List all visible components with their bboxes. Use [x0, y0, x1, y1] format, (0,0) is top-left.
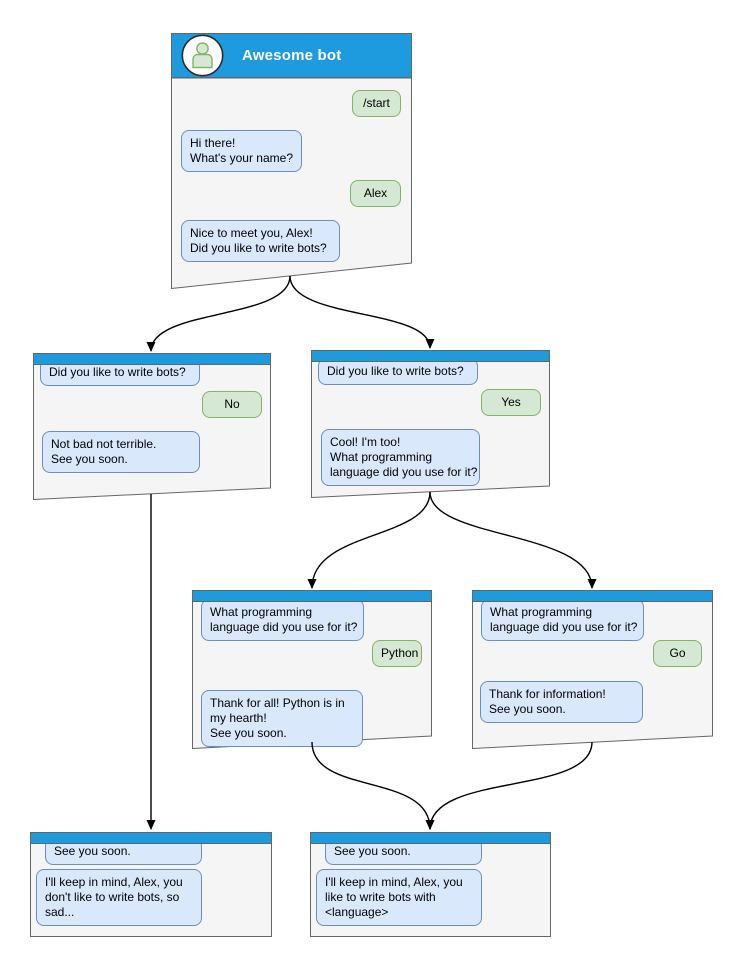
- user-message-bubble: /start: [352, 90, 401, 117]
- chat-header: Awesome bot: [171, 33, 412, 78]
- bot-message-bubble: Thank for information! See you soon.: [480, 681, 643, 723]
- user-message-bubble: Python: [372, 640, 422, 667]
- chat-window-end-no: See you soon. I'll keep in mind, Alex, y…: [30, 832, 272, 937]
- window-topbar: [472, 590, 713, 602]
- bot-message-bubble: What programming language did you use fo…: [201, 599, 364, 641]
- window-topbar: [30, 832, 272, 844]
- user-message-bubble: No: [202, 391, 262, 418]
- window-topbar: [33, 353, 271, 365]
- bot-message-bubble: Cool! I'm too! What programming language…: [321, 429, 480, 486]
- arrow-yes-to-go: [429, 491, 597, 589]
- chat-window-branch-no: Did you like to write bots? No Not bad n…: [33, 353, 271, 500]
- bot-message-bubble: What programming language did you use fo…: [481, 599, 644, 641]
- chat-window-branch-python: What programming language did you use fo…: [192, 590, 432, 749]
- user-message-bubble: Go: [653, 640, 702, 667]
- user-message-bubble: Alex: [350, 180, 401, 207]
- bot-message-bubble: I'll keep in mind, Alex, you don't like …: [36, 869, 202, 926]
- chat-window-main: Awesome bot /start Hi there! What's your…: [171, 33, 412, 289]
- bot-avatar-icon: [181, 34, 224, 77]
- bot-message-bubble: Did you like to write bots?: [318, 358, 478, 385]
- arrow-python-to-end: [311, 741, 435, 830]
- bot-name: Awesome bot: [242, 47, 342, 64]
- window-topbar: [310, 832, 551, 844]
- user-message-bubble: Yes: [481, 389, 541, 416]
- bot-message-bubble: I'll keep in mind, Alex, you like to wri…: [316, 869, 482, 926]
- bot-message-bubble: Thank for all! Python is in my hearth! S…: [201, 690, 363, 747]
- window-topbar: [311, 350, 550, 362]
- chat-window-end-yes: See you soon. I'll keep in mind, Alex, y…: [310, 832, 551, 937]
- chat-window-branch-yes: Did you like to write bots? Yes Cool! I'…: [311, 350, 550, 498]
- bot-message-bubble: Hi there! What's your name?: [181, 130, 302, 172]
- arrow-go-to-end: [425, 741, 593, 830]
- bot-message-bubble: Nice to meet you, Alex! Did you like to …: [181, 220, 340, 262]
- window-topbar: [192, 590, 432, 602]
- arrow-yes-to-python: [307, 491, 431, 589]
- chat-window-branch-go: What programming language did you use fo…: [472, 590, 713, 749]
- bot-message-bubble: Not bad not terrible. See you soon.: [42, 431, 200, 473]
